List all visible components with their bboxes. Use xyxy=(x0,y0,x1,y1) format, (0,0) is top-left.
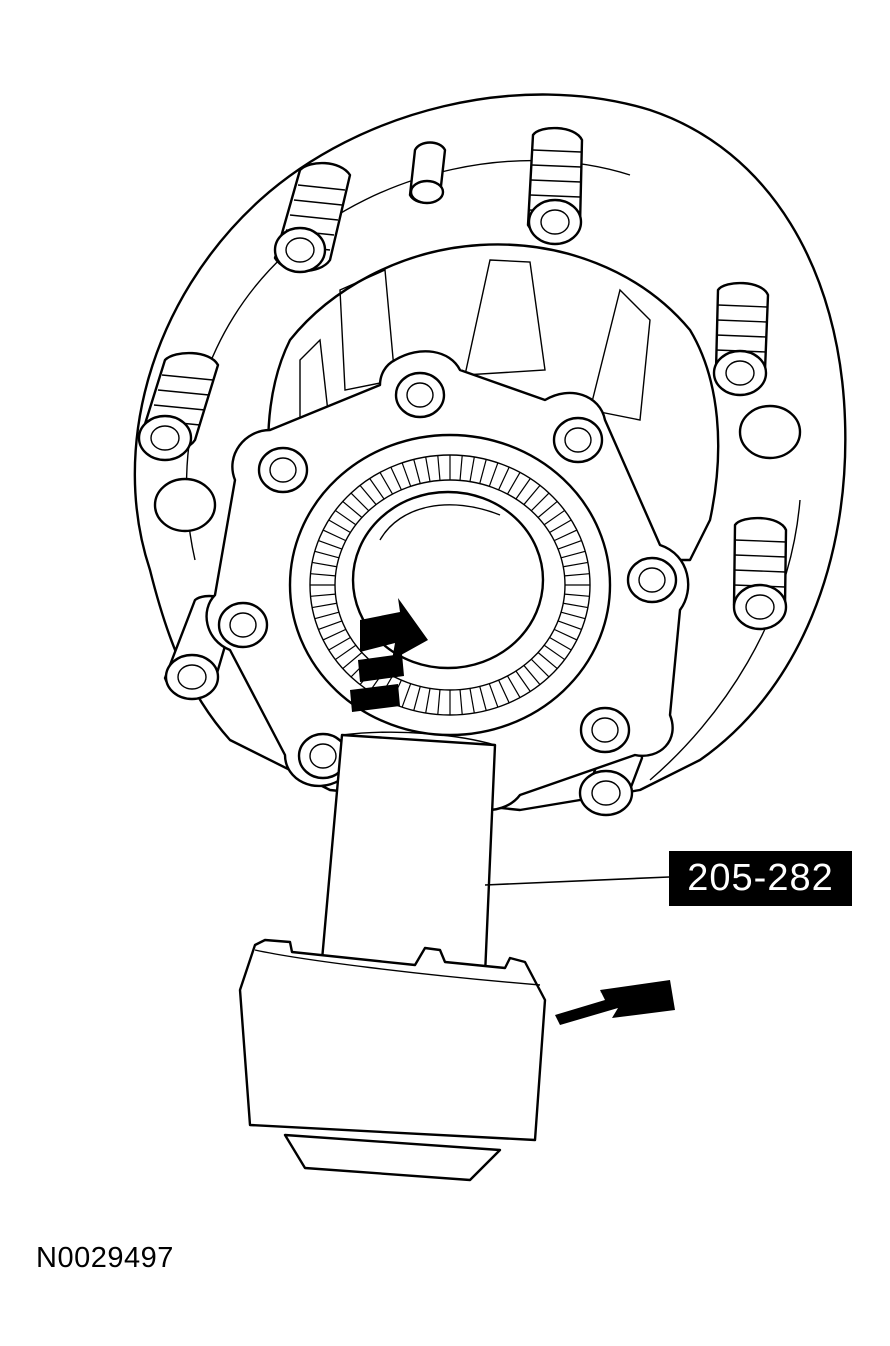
wheel-stud-top-right xyxy=(526,126,584,246)
ring-tooth xyxy=(322,628,347,641)
tool-number-callout: 205-282 xyxy=(669,851,852,906)
wheel-stud-right-lower xyxy=(732,516,788,631)
ring-tooth xyxy=(334,509,357,526)
ring-tooth xyxy=(328,519,351,534)
ring-tooth xyxy=(553,529,578,542)
ring-tooth xyxy=(498,466,510,491)
ring-tooth xyxy=(359,485,377,505)
ring-tooth xyxy=(515,670,531,692)
ring-tooth xyxy=(564,593,590,597)
ring-tooth xyxy=(488,683,499,708)
ring-tooth xyxy=(543,644,566,661)
ring-tooth xyxy=(437,455,441,481)
ring-tooth xyxy=(553,628,578,641)
ring-tooth xyxy=(563,561,588,568)
ring-tooth xyxy=(560,611,586,620)
wheel-stud-top xyxy=(273,161,352,274)
ring-tooth xyxy=(350,492,370,512)
ring-tooth xyxy=(459,455,463,481)
ring-tooth xyxy=(557,620,582,631)
ring-tooth xyxy=(469,456,475,482)
ring-tooth xyxy=(479,686,487,711)
ring-tooth xyxy=(479,459,487,484)
ring-tooth xyxy=(413,459,421,484)
ring-tooth xyxy=(312,561,337,568)
ring-tooth xyxy=(310,593,336,597)
ring-tooth xyxy=(312,602,337,609)
ring-tooth xyxy=(318,620,343,631)
ring-tooth xyxy=(314,550,340,559)
ring-tooth xyxy=(342,500,363,518)
ring-tooth xyxy=(390,466,402,491)
ring-tooth xyxy=(557,539,582,550)
wheel-stud-left xyxy=(137,351,220,462)
motion-arrow-icon xyxy=(350,598,428,712)
ring-tooth xyxy=(560,550,586,559)
ring-tooth xyxy=(506,472,521,495)
ring-tooth xyxy=(530,658,550,678)
figure-id: N0029497 xyxy=(36,1242,174,1274)
callout-leader-line xyxy=(484,876,670,886)
ring-tooth xyxy=(322,529,347,542)
ring-tooth xyxy=(543,509,566,526)
ring-tooth xyxy=(401,683,412,708)
ring-tooth xyxy=(425,688,431,714)
ring-tooth xyxy=(342,652,363,670)
ring-tooth xyxy=(488,462,499,487)
ring-tooth xyxy=(498,679,510,704)
ring-tooth xyxy=(413,686,421,711)
push-arrow-icon xyxy=(555,980,675,1025)
stud-hole-right xyxy=(738,404,802,460)
ring-tooth xyxy=(401,462,412,487)
ring-tooth xyxy=(437,689,441,715)
ring-tooth xyxy=(563,602,588,609)
ring-tooth xyxy=(314,611,340,620)
wheel-stud-right xyxy=(712,281,770,397)
ring-tooth xyxy=(369,478,385,500)
ring-tooth xyxy=(310,573,336,577)
ring-tooth xyxy=(459,689,463,715)
ring-tooth xyxy=(530,492,550,512)
ring-tooth xyxy=(549,519,572,534)
ring-tooth xyxy=(334,644,357,661)
tool-head xyxy=(238,938,547,1182)
ring-tooth xyxy=(523,485,541,505)
ring-tooth xyxy=(537,652,558,670)
ring-tooth xyxy=(537,500,558,518)
ring-tooth xyxy=(506,675,521,698)
ring-tooth xyxy=(469,688,475,714)
flange-bolts xyxy=(217,371,678,780)
stud-hole-left xyxy=(153,477,217,533)
ring-tooth xyxy=(523,665,541,685)
ring-tooth xyxy=(549,636,572,651)
ring-tooth xyxy=(328,636,351,651)
dowel-pin xyxy=(408,141,447,205)
tool-shaft xyxy=(320,731,497,977)
ring-tooth xyxy=(425,456,431,482)
ring-tooth xyxy=(564,573,590,577)
ring-tooth xyxy=(515,478,531,500)
ring-tooth xyxy=(318,539,343,550)
ring-tooth xyxy=(379,472,394,495)
